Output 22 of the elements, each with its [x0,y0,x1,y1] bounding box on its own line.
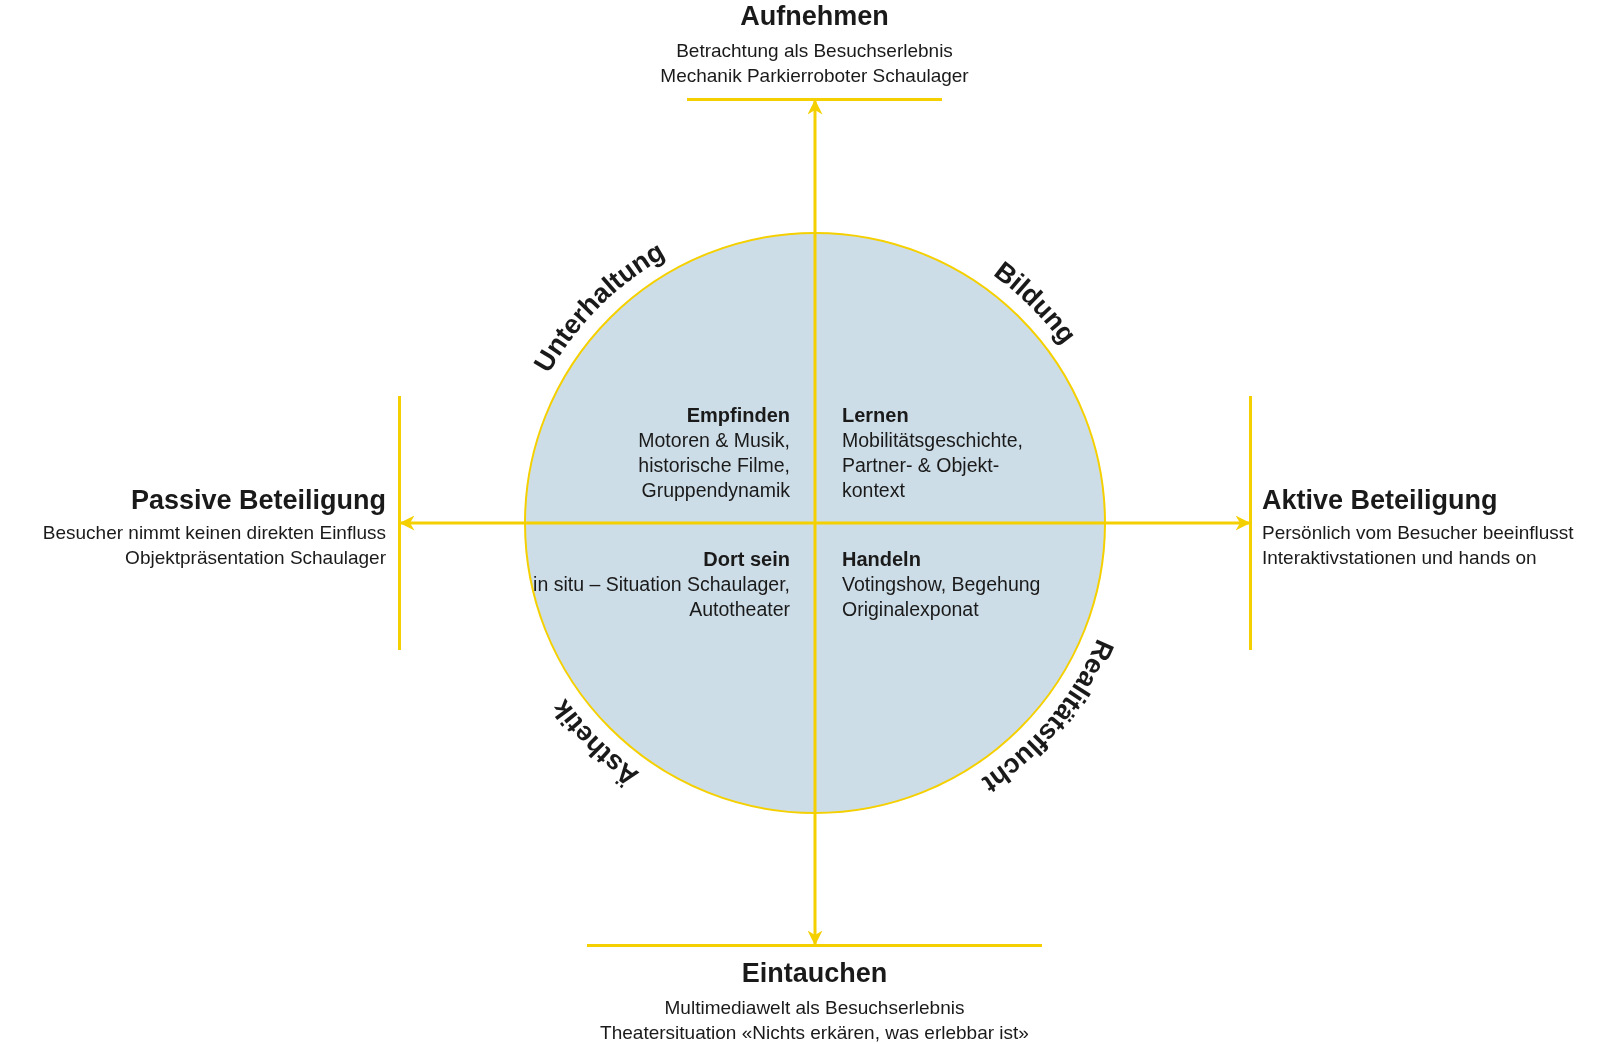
description: Votingshow, Begehung Originalexponat [842,572,1042,622]
description: Objektpräsentation Schaulager [124,546,386,570]
description: Motoren & Musik, historische Filme, Gruppendynamik [637,428,790,503]
heading: Handeln [842,547,922,572]
heading: Eintauchen [740,957,889,989]
description: Mobilitätsgeschichte, Partner- & Objekt- kontext [842,428,1024,503]
description: Multimediawelt als Besuchserlebnis [663,996,966,1020]
heading: Aktive Beteiligung [1262,484,1499,516]
description: in situ – Situation Schaulager, Autotheater [532,572,790,622]
description: Theatersituation «Nichts erkären, was erlebbar ist» [599,1021,1030,1044]
description: Interaktivstationen und hands on [1262,546,1538,570]
heading: Passive Beteiligung [129,484,386,516]
description: Betrachtung als Besuchserlebnis [676,39,953,63]
description: Persönlich vom Besucher beeinflusst [1262,521,1575,545]
heading: Aufnehmen [740,0,889,32]
description: Mechanik Parkierroboter Schaulager [660,64,969,88]
heading: Empfinden [685,403,790,428]
description: Besucher nimmt keinen direkten Einfluss [41,521,386,545]
arrow [807,99,823,946]
arrow [399,515,1251,531]
heading: Dort sein [702,547,790,572]
heading: Lernen [842,403,910,428]
